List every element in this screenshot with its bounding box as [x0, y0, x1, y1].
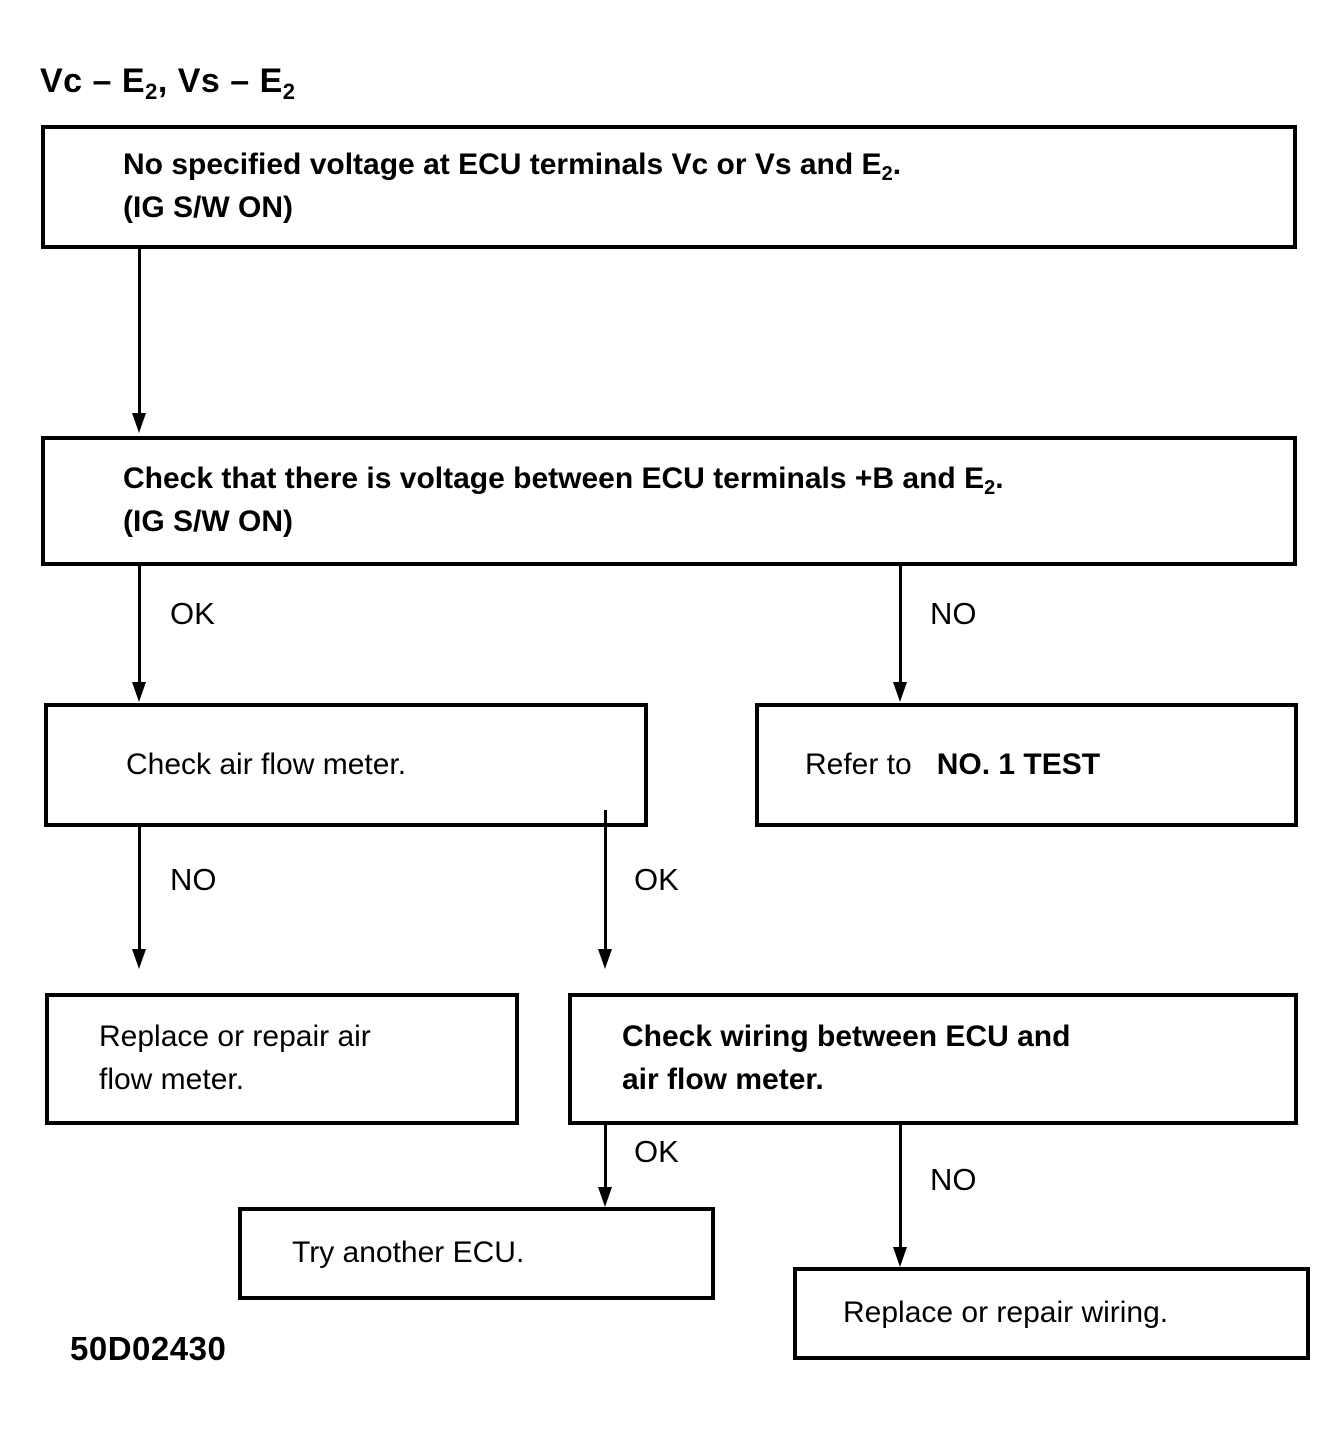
edge-label-no-n6-n8: NO: [930, 1162, 977, 1197]
node-text-line: (IG S/W ON): [123, 505, 293, 538]
edge-label-ok-n2-n3: OK: [170, 596, 215, 631]
node-text-line: Try another ECU.: [292, 1236, 525, 1270]
arrowhead-n3-n6: [598, 949, 612, 969]
title-sub-1: 2: [145, 79, 158, 104]
connector-n2-n3: [138, 566, 141, 686]
node-text-line: (IG S/W ON): [123, 191, 293, 224]
arrowhead-n6-n7: [598, 1187, 612, 1207]
node-check-voltage-b-e2: Check that there is voltage between ECU …: [41, 436, 1297, 566]
node-text-line: Check that there is voltage between ECU …: [123, 458, 1293, 501]
arrowhead-n2-n3: [132, 682, 146, 702]
arrowhead-n3-n5: [132, 949, 146, 969]
node-text-line: No specified voltage at ECU terminals Vc…: [123, 144, 1293, 187]
connector-n6-n7: [604, 1125, 607, 1191]
arrowhead-n2-n4: [893, 682, 907, 702]
node-check-air-flow-meter: Check air flow meter.: [44, 703, 648, 827]
node-text-subscript: 2: [984, 477, 996, 500]
node-text-subscript: 2: [881, 163, 893, 186]
node-text-line: Check air flow meter.: [126, 747, 407, 781]
node-text-line: Check wiring between ECU and: [622, 1020, 1071, 1054]
node-no-specified-voltage: No specified voltage at ECU terminals Vc…: [41, 125, 1297, 249]
node-replace-repair-air-flow-meter: Replace or repair air flow meter.: [45, 993, 519, 1125]
arrowhead-n1-n2: [132, 413, 146, 433]
node-text-emphasis: NO. 1 TEST: [936, 747, 1101, 781]
title-sub-2: 2: [282, 79, 296, 104]
node-refer-to-no-1-test: Refer to NO. 1 TEST: [755, 703, 1298, 827]
connector-n1-n2: [138, 249, 141, 419]
node-text-part: Refer to: [805, 747, 912, 781]
edge-label-ok-n3-n6: OK: [634, 862, 679, 897]
title-mid: , Vs – E: [157, 62, 283, 100]
edge-label-no-n3-n5: NO: [170, 862, 217, 897]
connector-n2-n4: [899, 566, 902, 686]
node-text-part: No specified voltage at ECU terminals Vc…: [123, 148, 882, 182]
node-replace-repair-wiring: Replace or repair wiring.: [793, 1267, 1310, 1360]
node-text-line: Refer to NO. 1 TEST: [805, 744, 1294, 787]
title-prefix: Vc – E: [40, 62, 146, 100]
page-title: Vc – E2, Vs – E2: [40, 62, 296, 104]
connector-n3-n6: [604, 810, 607, 953]
node-text-line: Replace or repair air: [99, 1020, 371, 1054]
figure-id-label: 50D02430: [70, 1330, 227, 1367]
connector-n3-n5: [138, 827, 141, 953]
arrowhead-n6-n8: [893, 1247, 907, 1267]
node-check-wiring: Check wiring between ECU and air flow me…: [568, 993, 1298, 1125]
node-text-line: flow meter.: [99, 1063, 245, 1096]
node-try-another-ecu: Try another ECU.: [238, 1207, 715, 1300]
connector-n6-n8: [899, 1125, 902, 1251]
node-text-part: .: [995, 462, 1004, 496]
node-text-part: .: [892, 148, 902, 182]
node-text-line: air flow meter.: [622, 1063, 824, 1096]
node-text-line: Replace or repair wiring.: [843, 1296, 1169, 1330]
edge-label-ok-n6-n7: OK: [634, 1134, 679, 1169]
node-text-part: Check that there is voltage between ECU …: [123, 462, 985, 496]
edge-label-no-n2-n4: NO: [930, 596, 977, 631]
